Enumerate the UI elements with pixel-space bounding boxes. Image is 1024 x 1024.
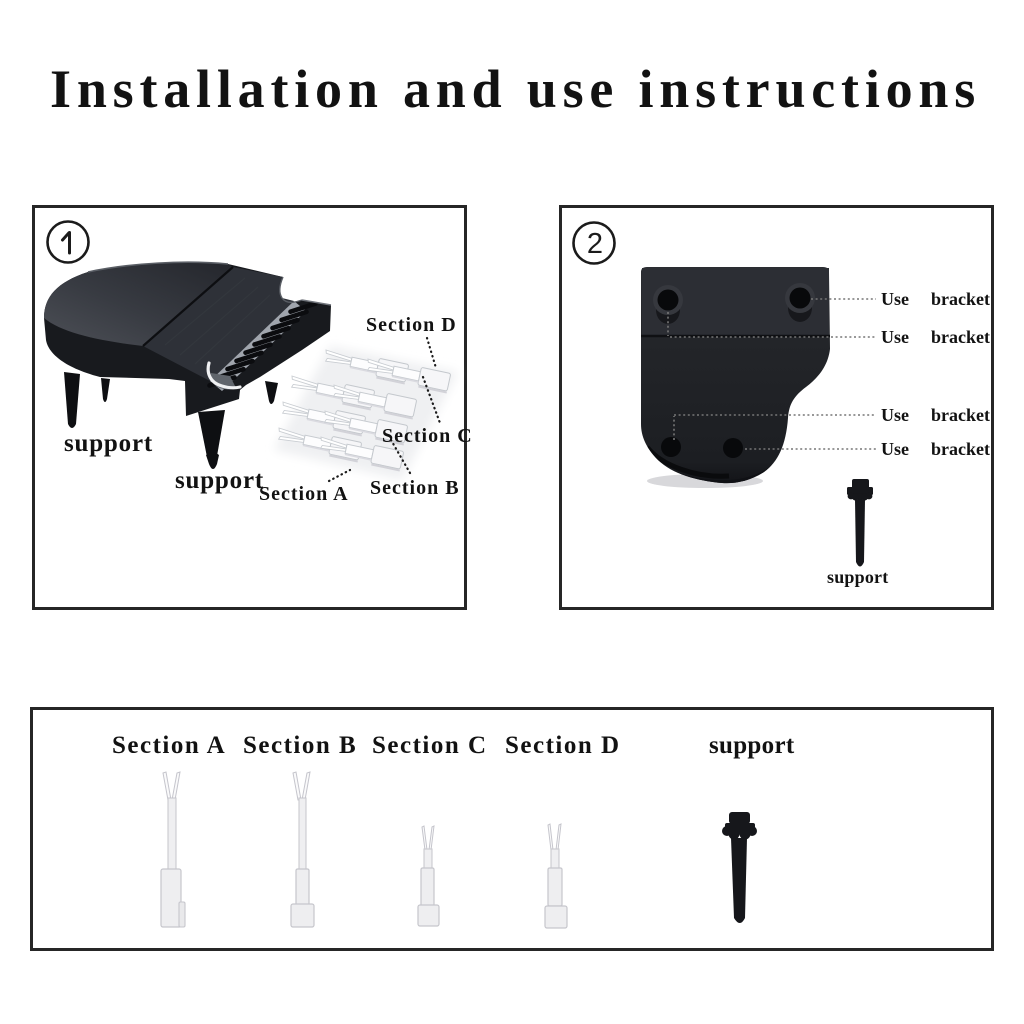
svg-text:2: 2 bbox=[587, 228, 603, 260]
